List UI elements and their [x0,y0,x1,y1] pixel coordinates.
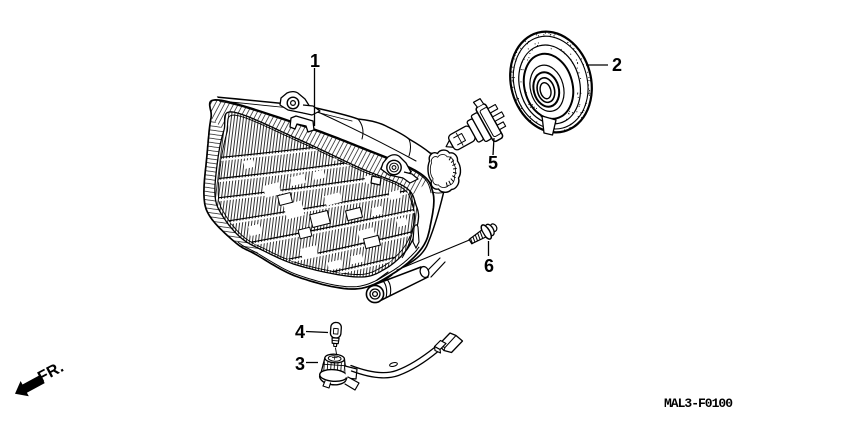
svg-text:3: 3 [295,354,305,374]
svg-text:1: 1 [310,51,320,71]
svg-text:4: 4 [295,322,305,342]
svg-text:6: 6 [484,256,494,276]
svg-text:5: 5 [488,153,498,173]
svg-text:2: 2 [612,55,622,75]
svg-text:MAL3-F0100: MAL3-F0100 [664,396,733,411]
